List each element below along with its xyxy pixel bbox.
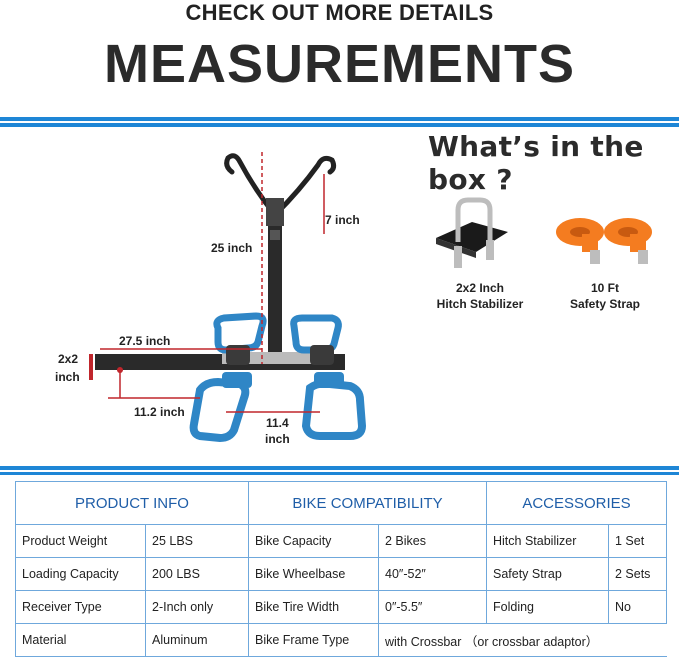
tray-front-right — [301, 379, 367, 440]
accessory-label-1-line1: 2x2 Inch — [455, 281, 505, 295]
table-cell: Bike Tire Width — [248, 590, 379, 624]
heading-product-info: PRODUCT INFO — [15, 481, 249, 525]
table-row: Receiver Type 2-Inch only Bike Tire Widt… — [15, 590, 667, 624]
measure-receiver — [89, 354, 93, 380]
table-cell: Product Weight — [15, 524, 146, 558]
heading-bike-compatibility: BIKE COMPATIBILITY — [248, 481, 487, 525]
safety-strap-icon — [556, 218, 652, 264]
mast-clamp — [266, 198, 284, 226]
table-row: Loading Capacity 200 LBS Bike Wheelbase … — [15, 557, 667, 591]
measure-label-7: 7 inch — [325, 213, 360, 227]
bottom-divider-2 — [0, 472, 679, 475]
accessory-label-2-line2: Safety Strap — [569, 297, 641, 311]
bottom-divider — [0, 466, 679, 470]
accessory-label-1-line2: Hitch Stabilizer — [436, 297, 524, 311]
left-hook — [224, 153, 278, 218]
table-cell: Hitch Stabilizer — [486, 524, 609, 558]
table-row: Material Aluminum Bike Frame Type with C… — [15, 623, 667, 657]
table-cell: 40″-52″ — [378, 557, 487, 591]
table-cell: No — [608, 590, 667, 624]
measure-label-receiver-2: inch — [55, 370, 80, 384]
table-header-row: PRODUCT INFO BIKE COMPATIBILITY ACCESSOR… — [15, 481, 667, 525]
page-title: MEASUREMENTS — [103, 34, 576, 94]
table-cell: Bike Capacity — [248, 524, 379, 558]
tray-back-left — [213, 312, 267, 354]
table-cell: Material — [15, 623, 146, 657]
table-cell: Bike Frame Type — [248, 623, 379, 657]
table-cell: Loading Capacity — [15, 557, 146, 591]
top-divider-2 — [0, 123, 679, 127]
hitch-stabilizer-icon — [436, 197, 508, 268]
measure-label-receiver-1: 2x2 — [58, 352, 79, 366]
measure-label-11-2: 11.2 inch — [134, 405, 185, 419]
heading-accessories: ACCESSORIES — [486, 481, 667, 525]
table-cell: Safety Strap — [486, 557, 609, 591]
measure-label-11-4-2: inch — [265, 432, 290, 446]
measure-label-25: 25 inch — [211, 241, 253, 255]
measure-label-11-4-1: 11.4 — [266, 416, 289, 430]
table-cell: 200 LBS — [145, 557, 249, 591]
measure-label-27-5: 27.5 inch — [119, 334, 171, 348]
top-divider — [0, 117, 679, 121]
table-cell: 2 Bikes — [378, 524, 487, 558]
table-cell: 25 LBS — [145, 524, 249, 558]
table-cell: Receiver Type — [15, 590, 146, 624]
table-cell: 2 Sets — [608, 557, 667, 591]
table-cell: 2-Inch only — [145, 590, 249, 624]
tray-back-right — [290, 314, 342, 354]
spec-table: PRODUCT INFO BIKE COMPATIBILITY ACCESSOR… — [15, 481, 667, 657]
table-cell: Bike Wheelbase — [248, 557, 379, 591]
table-cell: with Crossbar （or crossbar adaptor） — [378, 623, 667, 657]
table-cell: 0″-5.5″ — [378, 590, 487, 624]
table-cell: Aluminum — [145, 623, 249, 657]
box-title: What’s in the box ? — [428, 130, 644, 196]
table-row: Product Weight 25 LBS Bike Capacity 2 Bi… — [15, 524, 667, 558]
bike-rack-illustration — [89, 152, 367, 443]
table-cell: 1 Set — [608, 524, 667, 558]
page-subtitle: CHECK OUT MORE DETAILS — [185, 0, 494, 25]
right-hook — [272, 155, 337, 218]
table-cell: Folding — [486, 590, 609, 624]
tray-front-left — [189, 377, 250, 443]
accessory-label-2-line1: 10 Ft — [590, 281, 619, 295]
